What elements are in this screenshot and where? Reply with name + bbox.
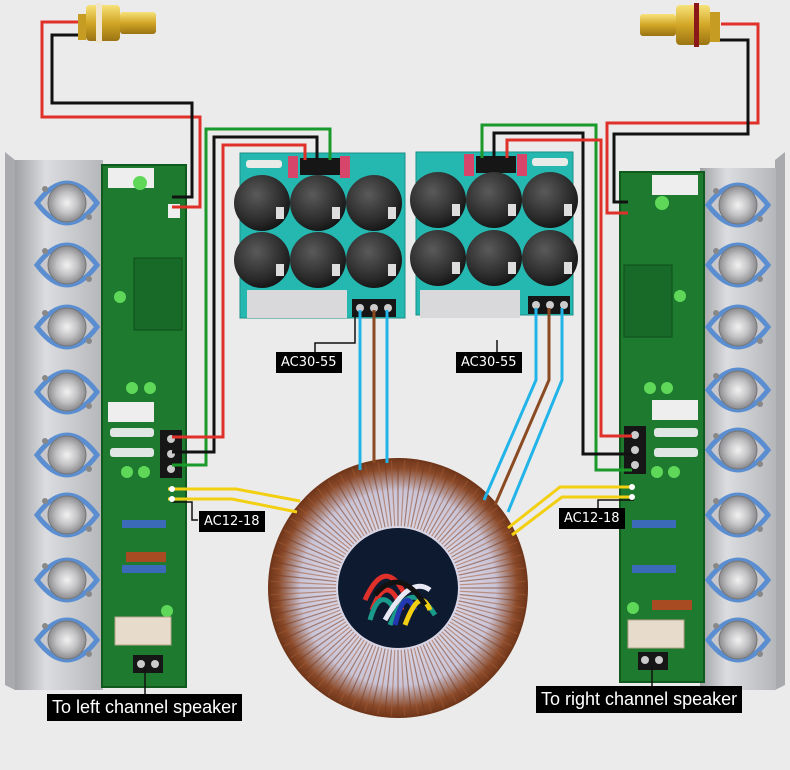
power-transistor xyxy=(704,367,772,413)
left-aux-terminal-1 xyxy=(169,486,175,492)
right-power-resistor-top xyxy=(652,175,698,195)
power-transistor xyxy=(33,492,101,538)
power-transistor xyxy=(33,369,101,415)
filter-capacitor xyxy=(346,232,402,288)
power-transistor xyxy=(33,432,101,478)
left-fuse-1 xyxy=(110,428,154,437)
filter-capacitor xyxy=(466,230,522,286)
right-rca-jack xyxy=(640,3,720,47)
wire-left-rail-neg xyxy=(172,127,332,467)
wire-right-aux-1 xyxy=(507,485,632,530)
filter-capacitor xyxy=(410,230,466,286)
right-amp-board xyxy=(619,171,705,683)
wire-left-rail-gnd xyxy=(172,135,319,454)
label-right-psu-ac: AC30-55 xyxy=(456,352,522,373)
left-psu-board xyxy=(234,152,406,319)
filter-capacitor xyxy=(522,172,578,228)
wire-left-rca-signal xyxy=(40,20,202,209)
label-right-speaker: To right channel speaker xyxy=(536,686,743,713)
right-power-transistors xyxy=(704,182,772,663)
right-aux-terminal-1 xyxy=(629,484,635,490)
transformer-lead-bundle xyxy=(362,573,438,626)
wire-right-aux-2 xyxy=(511,495,632,537)
label-left-amp-ac: AC12-18 xyxy=(199,511,265,532)
leader-right-ac12 xyxy=(597,499,634,508)
wire-left-aux-1 xyxy=(168,487,301,503)
left-psu-heatsink xyxy=(247,290,347,318)
label-left-psu-ac: AC30-55 xyxy=(276,352,342,373)
label-right-amp-ac: AC12-18 xyxy=(559,508,625,529)
filter-capacitor xyxy=(234,232,290,288)
power-transistor xyxy=(704,492,772,538)
power-transistor xyxy=(704,304,772,350)
left-psu-dc-terminal xyxy=(300,158,340,175)
left-power-resistor-top xyxy=(108,168,154,188)
left-aux-terminal-2 xyxy=(169,496,175,502)
wire-right-ac-brown xyxy=(493,308,551,506)
filter-capacitor xyxy=(410,172,466,228)
filter-capacitor xyxy=(346,175,402,231)
wire-right-ac-blue-1 xyxy=(482,308,538,501)
left-output-inductor xyxy=(126,552,166,562)
left-power-resistor-bottom xyxy=(108,402,154,422)
power-transistor xyxy=(704,242,772,288)
leader-left-ac12 xyxy=(172,501,198,521)
wire-left-aux-2 xyxy=(168,497,298,514)
wire-right-rail-gnd xyxy=(492,131,632,456)
right-power-resistor-bottom xyxy=(652,400,698,420)
power-transistor xyxy=(33,242,101,288)
wire-right-rca-ground xyxy=(612,38,750,204)
power-transistor xyxy=(704,617,772,663)
right-fuse-2 xyxy=(654,448,698,457)
right-relay xyxy=(627,619,685,649)
power-transistor xyxy=(33,304,101,350)
filter-capacitor xyxy=(290,232,346,288)
filter-capacitor xyxy=(290,175,346,231)
filter-capacitor xyxy=(234,175,290,231)
right-aux-terminal-2 xyxy=(629,494,635,500)
transformer-core-hole xyxy=(338,528,458,648)
power-transistor xyxy=(33,557,101,603)
label-left-speaker: To left channel speaker xyxy=(47,694,243,721)
left-fuse-2 xyxy=(110,448,154,457)
filter-capacitor xyxy=(522,230,578,286)
left-speaker-terminal xyxy=(133,655,163,673)
right-output-inductor xyxy=(652,600,692,610)
left-relay xyxy=(114,616,172,646)
power-transistor xyxy=(704,557,772,603)
right-fuse-1 xyxy=(654,428,698,437)
wires xyxy=(40,20,760,695)
left-heatsink xyxy=(5,152,103,690)
left-power-transistors xyxy=(33,180,101,663)
wire-left-rca-ground xyxy=(50,33,194,199)
power-transistor xyxy=(704,427,772,473)
right-psu-heatsink xyxy=(420,290,520,318)
wire-right-rail-neg xyxy=(480,123,632,472)
power-transistor xyxy=(704,182,772,228)
toroidal-transformer xyxy=(268,458,528,718)
power-transistor xyxy=(33,180,101,226)
power-transistor xyxy=(33,617,101,663)
wire-left-rail-pos xyxy=(172,143,307,439)
leader-left-psu xyxy=(314,315,356,352)
wire-right-rail-pos xyxy=(505,138,632,438)
wire-right-rca-signal xyxy=(605,22,760,215)
left-amp-board xyxy=(101,164,187,688)
right-psu-board xyxy=(410,151,578,318)
left-rca-jack xyxy=(78,3,156,43)
filter-capacitor xyxy=(466,172,522,228)
wire-right-ac-blue-2 xyxy=(506,308,564,513)
right-psu-dc-terminal xyxy=(476,156,516,173)
right-heatsink xyxy=(700,152,785,690)
